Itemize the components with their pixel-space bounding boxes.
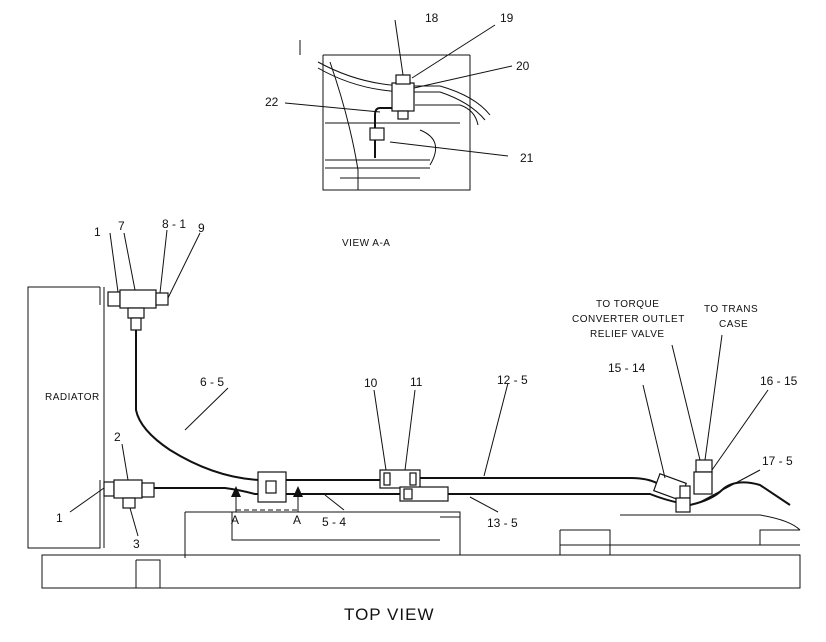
leader-6-5 — [184, 387, 229, 431]
tube-17-5 — [689, 481, 791, 506]
callout-9: 9 — [198, 221, 205, 235]
leader-1-lower — [69, 487, 105, 513]
radiator-label: RADIATOR — [45, 392, 100, 403]
valve-cap — [395, 74, 411, 85]
leader-7 — [123, 232, 136, 291]
callout-11: 11 — [410, 375, 423, 389]
bracket-bolt — [369, 127, 385, 141]
callout-16-15: 16 - 15 — [760, 374, 798, 388]
section-a-markers — [231, 486, 303, 512]
leader-15-14 — [642, 384, 666, 479]
leader-20 — [413, 65, 513, 89]
valve-nut — [397, 110, 409, 120]
tube-12-5 — [420, 477, 661, 486]
leader-11 — [404, 389, 416, 471]
callout-22: 22 — [265, 95, 279, 109]
trans-label-line1: TO TRANS — [704, 304, 758, 315]
leader-17-5 — [699, 469, 761, 503]
callout-8-1: 8 - 1 — [162, 217, 186, 231]
callout-5-4: 5 - 4 — [322, 515, 346, 529]
view-aa-label: VIEW A-A — [342, 238, 390, 249]
torque-label-line1: TO TORQUE — [596, 299, 659, 310]
leader-2 — [121, 443, 129, 481]
leader-trans — [704, 334, 723, 461]
elbow-fitting-15-14 — [652, 472, 691, 502]
callout-13-5: 13 - 5 — [487, 516, 518, 530]
callout-12-5: 12 - 5 — [497, 373, 528, 387]
callout-15-14: 15 - 14 — [608, 361, 646, 375]
lower-tee-fitting — [103, 479, 155, 509]
torque-label-line2: CONVERTER OUTLET — [572, 314, 685, 325]
section-a-right: A — [293, 513, 301, 527]
leader-21 — [389, 141, 509, 157]
callout-1-lower: 1 — [56, 511, 63, 525]
callout-18: 18 — [425, 11, 439, 25]
leader-8-1 — [159, 229, 168, 294]
view-aa-detail — [284, 19, 513, 191]
union-fitting-lower — [399, 486, 449, 502]
elbow-fitting-16-15 — [675, 459, 713, 513]
callout-2: 2 — [114, 430, 121, 444]
leader-torque — [671, 344, 701, 461]
leader-12-5 — [483, 382, 509, 477]
leader-10 — [373, 389, 387, 471]
section-a-left: A — [231, 513, 239, 527]
leader-9 — [167, 232, 201, 299]
trans-label-line2: CASE — [719, 319, 748, 330]
leader-22 — [284, 102, 381, 113]
callout-6-5: 6 - 5 — [200, 375, 224, 389]
callout-10: 10 — [364, 376, 378, 390]
upper-tee-fitting — [107, 289, 169, 331]
top-view-title: TOP VIEW — [344, 605, 435, 624]
callout-7: 7 — [118, 219, 125, 233]
union-fitting-10-11 — [379, 469, 421, 489]
leader-16-15 — [711, 389, 769, 471]
tube-5-4 — [154, 487, 405, 495]
leader-5-4 — [324, 494, 345, 511]
radiator — [27, 286, 105, 549]
callout-19: 19 — [500, 11, 514, 25]
coupler-body — [257, 471, 287, 503]
leader-1-upper — [109, 232, 119, 293]
leader-18 — [394, 19, 404, 76]
callout-3: 3 — [133, 537, 140, 551]
leader-13-5 — [469, 496, 499, 513]
callout-21: 21 — [520, 151, 534, 165]
tube-6-5 — [135, 330, 261, 481]
callout-1-upper: 1 — [94, 225, 101, 239]
tube-13-5 — [448, 493, 681, 504]
solenoid-valve — [391, 82, 415, 112]
frame-rails — [41, 511, 801, 589]
callout-20: 20 — [516, 59, 530, 73]
leader-19 — [411, 24, 496, 79]
leader-3 — [129, 507, 139, 537]
callout-17-5: 17 - 5 — [762, 454, 793, 468]
torque-label-line3: RELIEF VALVE — [590, 329, 665, 340]
